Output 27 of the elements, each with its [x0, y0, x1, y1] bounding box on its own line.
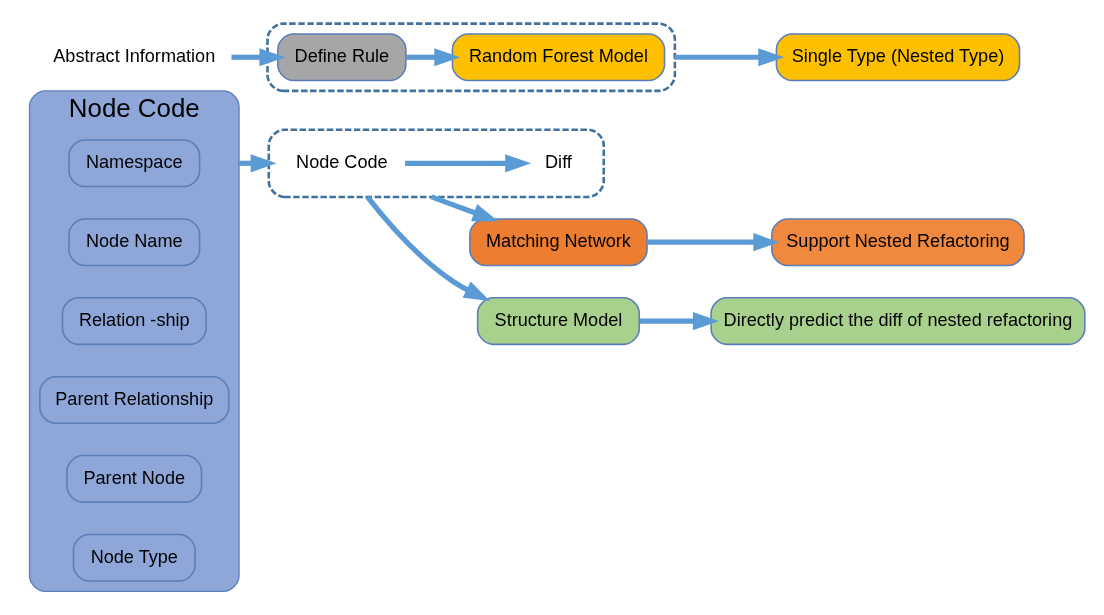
arrow	[239, 154, 277, 173]
arrow	[674, 48, 785, 67]
node-text: Abstract Information	[53, 46, 216, 67]
arrow	[647, 233, 780, 252]
node-box: Node Type	[72, 533, 196, 582]
node-text: Node Code	[296, 152, 388, 173]
arrow	[430, 194, 499, 222]
node-box: Single Type (Nested Type)	[775, 33, 1021, 82]
arrow	[365, 195, 490, 301]
node-box: Parent Relationship	[39, 375, 230, 425]
cluster	[267, 128, 606, 199]
node-box: Parent Node	[66, 454, 203, 503]
arrow	[405, 154, 532, 173]
node-box: Namespace	[68, 139, 201, 188]
arrow	[406, 48, 461, 67]
arrow	[639, 312, 719, 331]
arrow	[231, 48, 286, 67]
node-box: Structure Model	[476, 297, 641, 346]
node-box: Directly predict the diff of nested refactoring	[710, 297, 1086, 346]
node-box: Random Forest Model	[451, 33, 666, 82]
node-box: Define Rule	[277, 33, 407, 82]
cluster	[266, 22, 677, 93]
node-text: Diff	[545, 152, 572, 173]
node-box: Matching Network	[469, 218, 648, 267]
node-box: Relation -ship	[61, 297, 207, 346]
node-box: Support Nested Refactoring	[771, 218, 1025, 267]
node-box: Node Name	[68, 218, 201, 267]
